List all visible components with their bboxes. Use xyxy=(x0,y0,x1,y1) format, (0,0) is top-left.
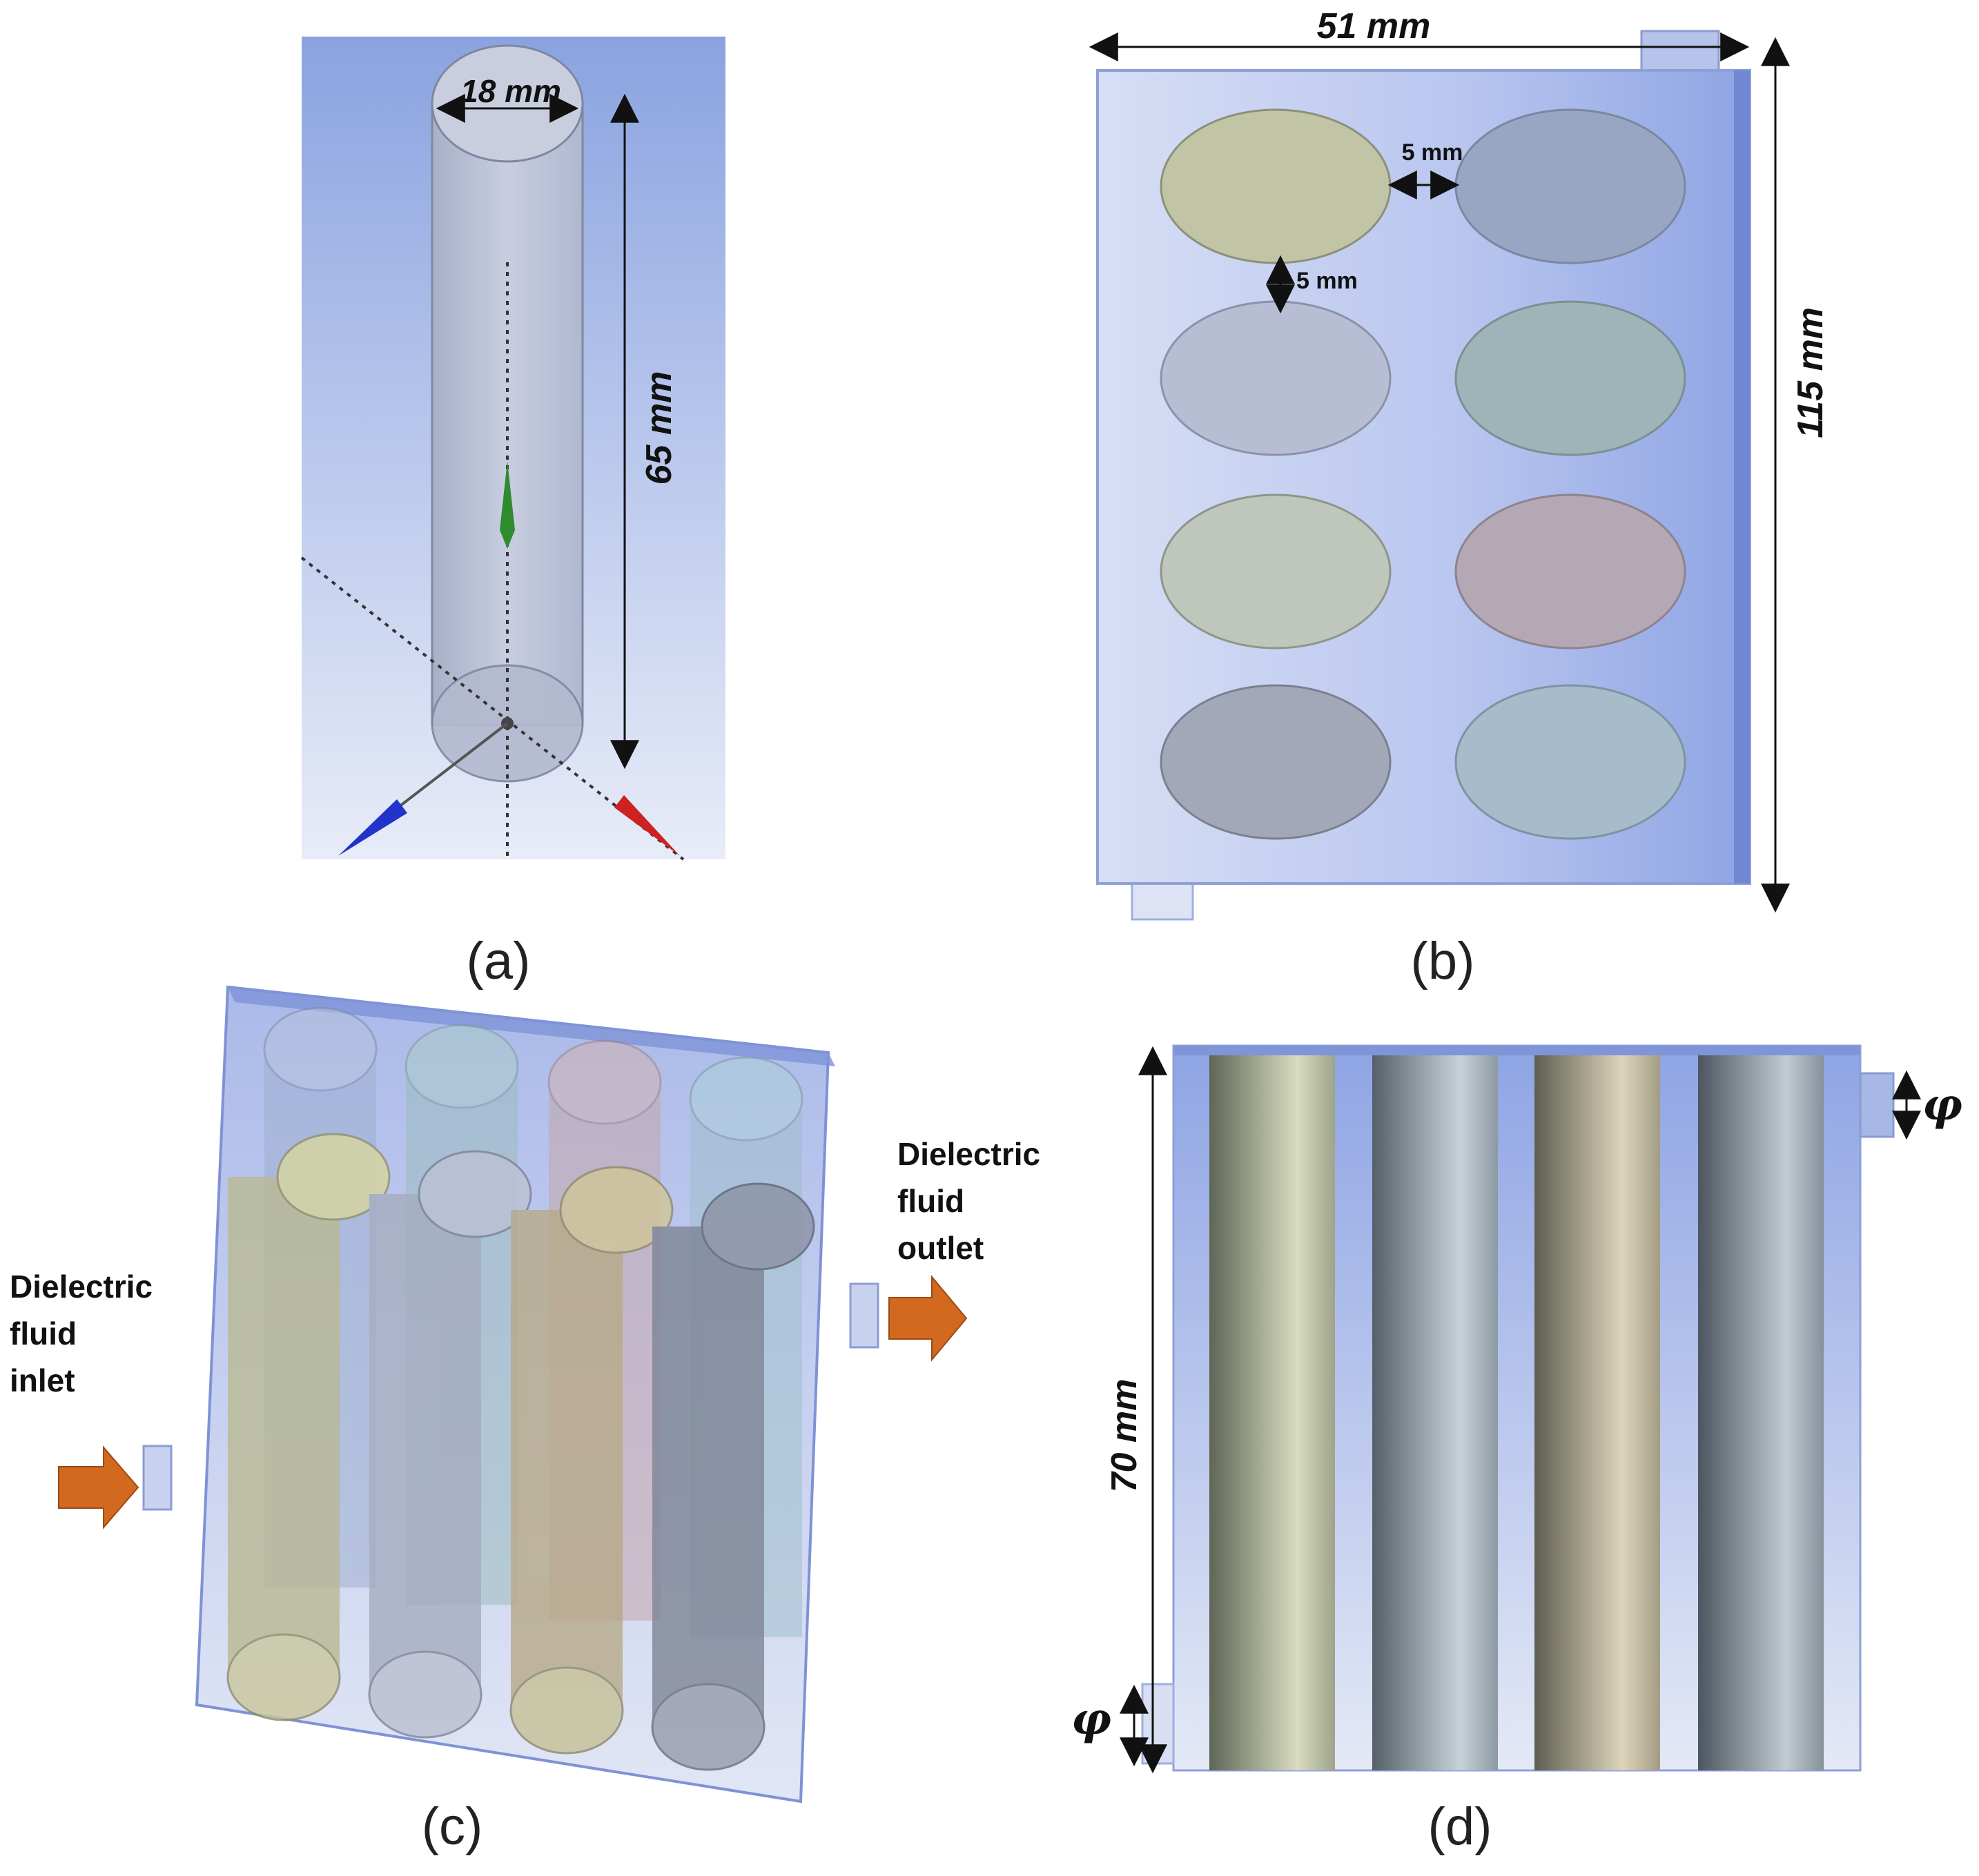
cell-front-top xyxy=(418,1150,532,1238)
port-top-label: φ xyxy=(1922,1079,1962,1131)
height-label: 65 mm xyxy=(639,371,679,485)
cell-side xyxy=(1698,1055,1824,1770)
axis-dotted-diagonal xyxy=(300,556,685,861)
gap-horizontal-label: 5 mm xyxy=(1402,139,1463,166)
caption-c: (c) xyxy=(422,1797,483,1856)
height-label: 115 mm xyxy=(1791,307,1831,438)
module-top-edge xyxy=(1173,1046,1860,1055)
cell-top-view xyxy=(1454,494,1686,649)
gap-vertical-label: 5 mm xyxy=(1296,268,1358,294)
module-right-edge xyxy=(1734,70,1750,883)
cell-top-view xyxy=(1160,494,1392,649)
cell-front xyxy=(369,1194,481,1694)
cell-front xyxy=(652,1227,764,1727)
panel-a: 18 mm 65 mm (a) xyxy=(300,37,725,990)
cell-side xyxy=(1209,1055,1335,1770)
cell-front-top xyxy=(701,1182,815,1271)
port-bottom-label: φ xyxy=(1071,1693,1111,1745)
width-label: 51 mm xyxy=(1317,6,1431,46)
cell-top-view xyxy=(1160,300,1392,456)
cell-top-view xyxy=(1160,684,1392,840)
cell-side xyxy=(1372,1055,1498,1770)
cell-front-bottom xyxy=(368,1650,482,1739)
cell-front xyxy=(511,1210,623,1710)
height-label: 70 mm xyxy=(1104,1379,1144,1493)
port-bottom xyxy=(1131,882,1194,921)
outlet-label-line: Dielectric xyxy=(897,1136,1040,1172)
diameter-label: 18 mm xyxy=(460,73,561,109)
cell-front-bottom xyxy=(509,1666,624,1755)
outlet-label-line: outlet xyxy=(897,1230,984,1266)
panel-b: 51 mm 115 mm 5 mm 5 mm (b) xyxy=(1089,6,1831,990)
panel-c: Dielectric fluid inlet Dielectric fluid … xyxy=(10,985,1049,1856)
outlet-port xyxy=(849,1282,879,1349)
port-bottom xyxy=(1141,1683,1175,1765)
outlet-label: Dielectric fluid outlet xyxy=(897,1136,1049,1266)
caption-b: (b) xyxy=(1411,932,1475,990)
front-row-cells xyxy=(226,1133,815,1771)
cell-front-top xyxy=(276,1133,391,1221)
outlet-label-line: fluid xyxy=(897,1183,964,1219)
inlet-label-line: Dielectric xyxy=(10,1269,153,1305)
cell-top-view xyxy=(1454,108,1686,264)
cell-side xyxy=(1534,1055,1660,1770)
inlet-label: Dielectric fluid inlet xyxy=(10,1269,162,1398)
cell-top-view xyxy=(1160,108,1392,264)
inlet-label-line: inlet xyxy=(10,1362,75,1398)
module-top-face xyxy=(228,987,835,1066)
outlet-arrow xyxy=(888,1275,968,1362)
cell-back-top xyxy=(547,1039,662,1125)
port-top xyxy=(1859,1072,1895,1138)
cell-back-top xyxy=(689,1056,803,1142)
caption-a: (a) xyxy=(467,932,531,990)
cell-front-bottom xyxy=(226,1633,341,1721)
cell-top-view xyxy=(1454,684,1686,840)
cell-front xyxy=(228,1177,340,1677)
inlet-port xyxy=(142,1445,173,1511)
axis-green-arrow xyxy=(500,461,515,549)
inlet-label-line: fluid xyxy=(10,1316,77,1351)
cell-front-top xyxy=(559,1166,674,1254)
cell-back-top xyxy=(263,1006,378,1092)
port-top xyxy=(1640,30,1720,72)
cell-top-view xyxy=(1454,300,1686,456)
cell-back-top xyxy=(404,1024,519,1109)
axis-blue-arrow xyxy=(338,799,407,856)
axis-red-arrow xyxy=(614,795,680,856)
inlet-arrow xyxy=(58,1445,139,1530)
panel-d: 70 mm φ φ (d) xyxy=(1071,1044,1962,1856)
caption-d: (d) xyxy=(1428,1797,1492,1856)
cell-front-bottom xyxy=(651,1683,766,1771)
